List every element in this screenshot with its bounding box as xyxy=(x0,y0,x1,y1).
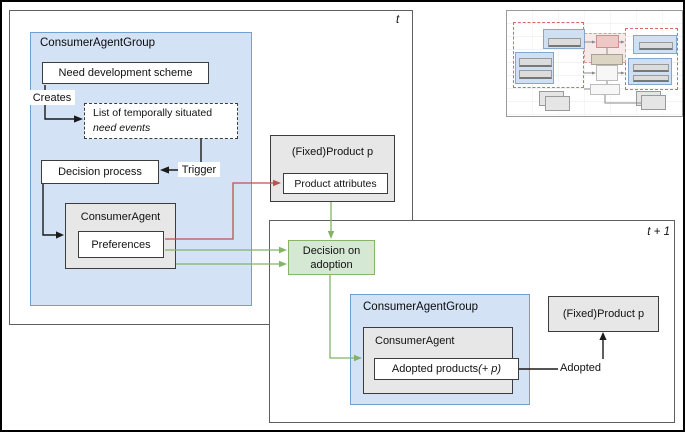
need-events-list-box: List of temporally situated need events xyxy=(84,103,238,139)
preferences-box: Preferences xyxy=(78,231,164,258)
fixed-product-t1-box: (Fixed)Product p xyxy=(548,296,659,332)
minimap-white-box-1 xyxy=(596,65,618,81)
minimap-tan-box xyxy=(591,54,623,65)
need-events-line1: List of temporally situated xyxy=(93,107,213,119)
minimap-red-box xyxy=(596,35,619,48)
need-development-scheme-label: Need development scheme xyxy=(58,67,193,79)
minimap-bar xyxy=(633,75,669,82)
consumer-agent-t-title: ConsumerAgent xyxy=(80,211,161,223)
decision-on-adoption-line1: Decision on xyxy=(302,244,361,257)
product-attributes-box: Product attributes xyxy=(283,173,388,194)
time-frame-t-label: t xyxy=(396,14,400,26)
consumer-agent-group-t-title: ConsumerAgentGroup xyxy=(40,37,156,49)
minimap-bar xyxy=(519,58,552,67)
time-frame-t xyxy=(9,10,413,325)
minimap-bar xyxy=(639,42,673,50)
product-attributes-label: Product attributes xyxy=(294,177,377,190)
decision-process-label: Decision process xyxy=(58,166,142,178)
minimap-blue-box-2 xyxy=(515,52,554,84)
trigger-label: Trigger xyxy=(178,162,220,177)
fixed-product-t1-title: (Fixed)Product p xyxy=(562,308,645,320)
overview-minimap xyxy=(506,10,683,117)
decision-on-adoption-line2: adoption xyxy=(310,258,353,271)
minimap-gray-box xyxy=(641,95,666,110)
minimap-blue-box-4 xyxy=(628,58,672,85)
consumer-agent-t1-title: ConsumerAgent xyxy=(375,335,455,347)
adopted-products-label-italic: (+ p) xyxy=(478,363,502,375)
minimap-bar xyxy=(519,70,552,79)
fixed-product-t-title: (Fixed)Product p xyxy=(291,146,374,158)
creates-label: Creates xyxy=(29,90,75,105)
need-development-scheme-box: Need development scheme xyxy=(42,62,209,84)
minimap-bar xyxy=(548,38,581,47)
adopted-label: Adopted xyxy=(560,362,601,374)
minimap-bar xyxy=(633,64,669,72)
minimap-connectors xyxy=(584,40,641,104)
minimap-blue-box-3 xyxy=(633,35,677,54)
adopted-products-box: Adopted products (+ p) xyxy=(374,358,519,380)
minimap-white-box-2 xyxy=(590,84,620,95)
minimap-blue-box-1 xyxy=(543,29,585,49)
decision-on-adoption-box: Decision on adoption xyxy=(288,240,375,275)
adopted-products-label: Adopted products xyxy=(391,363,479,375)
decision-process-box: Decision process xyxy=(41,160,159,184)
consumer-agent-group-t1-title: ConsumerAgentGroup xyxy=(363,301,479,313)
minimap-gray-box xyxy=(545,96,570,111)
time-frame-t1-label: t + 1 xyxy=(647,226,670,238)
need-events-line2: need events xyxy=(93,122,151,134)
minimap-dashed-region-left xyxy=(513,22,584,88)
preferences-label: Preferences xyxy=(91,238,151,251)
